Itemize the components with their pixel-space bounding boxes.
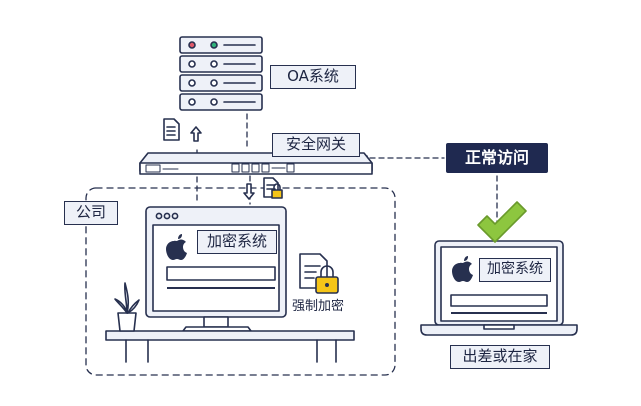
forced-encryption-label: 强制加密 [292,299,345,314]
check-icon [477,201,527,243]
apple-logo-icon [452,256,473,282]
server-rack-icon [179,36,263,111]
locked-document-icon [263,177,283,199]
apple-logo-icon [166,234,187,260]
security-gateway-icon [139,152,373,175]
arrow-down [243,183,255,200]
encryption-system-laptop-label: 加密系统 [479,258,551,282]
normal-access-badge: 正常访问 [446,143,548,173]
arrow-up [190,126,202,142]
plant-icon [114,282,140,332]
lock-icon [315,265,339,294]
oa-system-label: OA系统 [270,65,356,89]
remote-access-label: 出差或在家 [450,345,550,369]
security-gateway-label: 安全网关 [272,133,360,157]
document-icon [163,118,180,141]
encryption-system-desktop-label: 加密系统 [197,230,277,254]
company-boundary [85,187,396,376]
company-label: 公司 [64,201,118,225]
laptop-computer [420,240,578,336]
